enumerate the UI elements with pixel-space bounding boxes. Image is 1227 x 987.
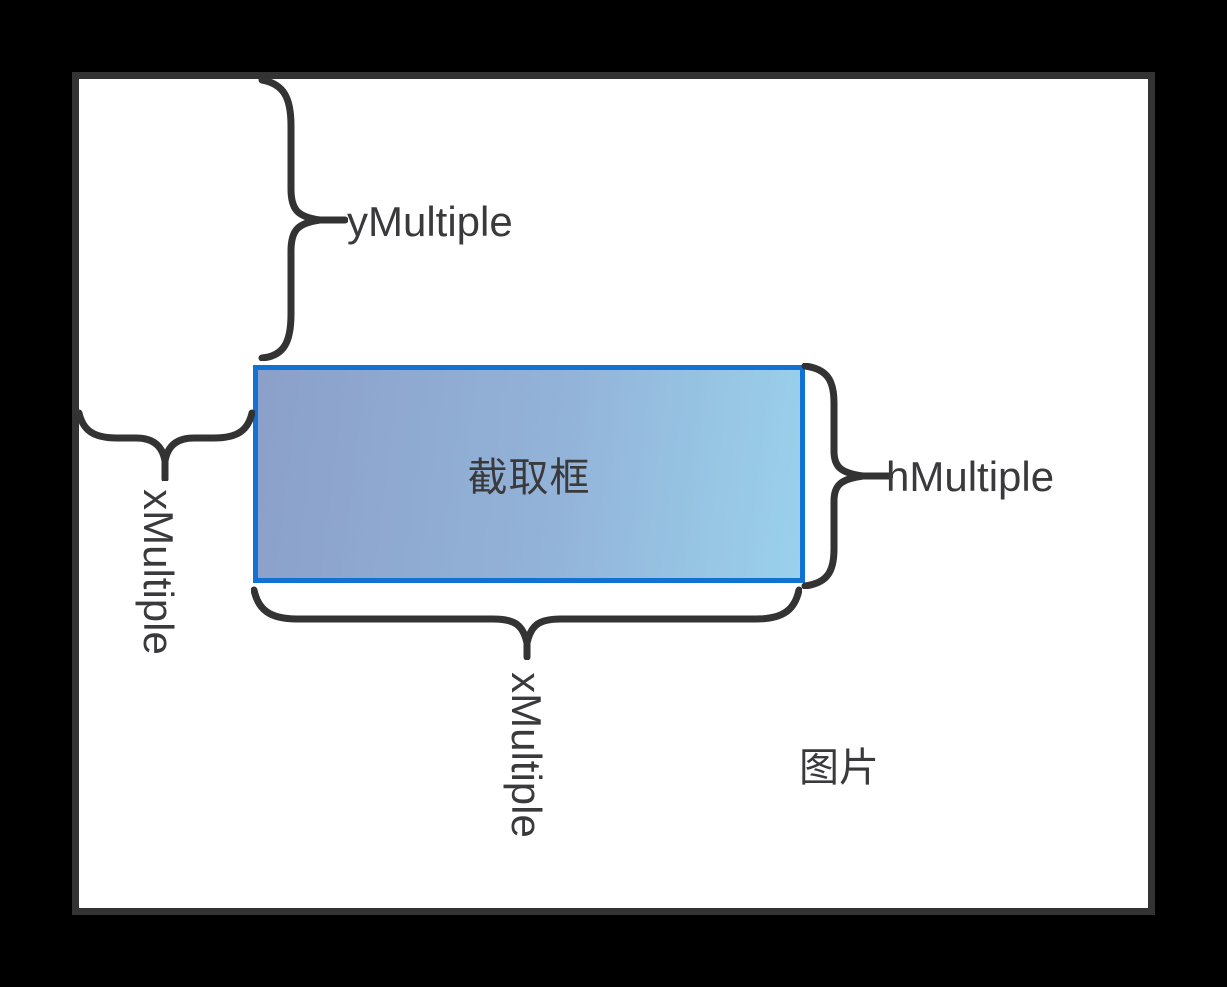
height-label: hMultiple: [886, 453, 1055, 500]
image-area-label: 图片: [799, 746, 879, 790]
crop-box: 截取框: [253, 365, 805, 583]
width-label: xMultiple: [503, 672, 550, 838]
x-offset-brace: [76, 409, 255, 481]
x-offset-label: xMultiple: [135, 489, 182, 655]
crop-box-label: 截取框: [467, 456, 591, 500]
y-offset-brace: [258, 77, 348, 361]
height-brace: [801, 363, 893, 589]
width-brace: [251, 586, 802, 660]
y-offset-label: yMultiple: [347, 198, 513, 245]
